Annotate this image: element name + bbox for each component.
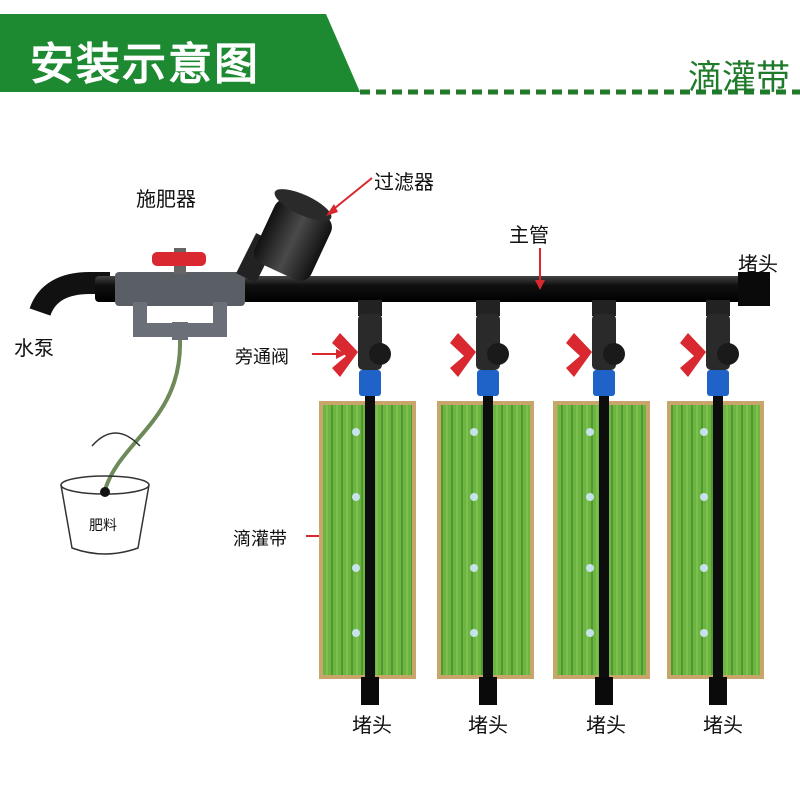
tee-fitting: [476, 300, 500, 316]
drip-emitter: [352, 428, 360, 436]
tee-fitting: [592, 300, 616, 316]
bypass-valve-handle: [450, 333, 476, 377]
drip-tape-line: [713, 396, 723, 678]
main-end-cap: [738, 272, 770, 306]
blue-connector: [707, 370, 729, 396]
title-banner-shape: [0, 14, 360, 92]
bypass-valve-handle: [332, 333, 358, 377]
filter-label: 过滤器: [374, 170, 434, 194]
branch-assembly: [319, 300, 416, 705]
bypass-valve-label: 旁通阀: [235, 347, 289, 368]
tape-end-cap: [361, 677, 379, 705]
tape-end-cap: [595, 677, 613, 705]
blue-connector: [593, 370, 615, 396]
drip-emitter: [352, 493, 360, 501]
drip-tape-line: [483, 396, 493, 678]
tee-fitting: [358, 300, 382, 316]
fertilizer-applicator-label: 施肥器: [136, 187, 196, 211]
pump-inlet-elbow: [29, 272, 110, 317]
tee-fitting: [706, 300, 730, 316]
drip-emitter: [586, 629, 594, 637]
end-cap-label: 堵头: [738, 252, 778, 276]
drip-emitter: [586, 493, 594, 501]
bypass-valve-handle: [566, 333, 592, 377]
blue-connector: [359, 370, 381, 396]
tape-end-cap: [709, 677, 727, 705]
bottom-cap-label: 堵头: [352, 713, 392, 737]
drip-emitter: [352, 564, 360, 572]
header-banner: [0, 0, 800, 95]
main-pipe-label: 主管: [509, 223, 549, 247]
branch-assembly: [667, 300, 764, 705]
drip-emitter: [470, 629, 478, 637]
suction-hose: [103, 339, 183, 491]
drip-emitter: [700, 428, 708, 436]
drip-emitter: [700, 493, 708, 501]
fertilizer-bucket: [60, 432, 150, 555]
branch-assembly: [553, 300, 650, 705]
branch-assembly: [437, 300, 534, 705]
tape-end-cap: [479, 677, 497, 705]
drip-emitter: [586, 564, 594, 572]
drip-emitter: [352, 629, 360, 637]
filter-arrow: [329, 177, 373, 213]
filter-unit: [236, 189, 332, 283]
brand-label: 滴灌带: [688, 58, 790, 98]
drip-emitter: [700, 564, 708, 572]
bottom-cap-label: 堵头: [703, 713, 743, 737]
page-title: 安装示意图: [30, 39, 260, 90]
bottom-cap-label: 堵头: [468, 713, 508, 737]
drip-emitter: [700, 629, 708, 637]
drip-emitter: [586, 428, 594, 436]
drip-emitter: [470, 493, 478, 501]
drip-emitter: [470, 564, 478, 572]
drip-emitter: [470, 428, 478, 436]
blue-connector: [477, 370, 499, 396]
main-pipe: [95, 276, 745, 302]
fertilizer-applicator-body: [115, 272, 245, 306]
drip-tape-label: 滴灌带: [233, 529, 287, 550]
drip-tape-line: [365, 396, 375, 678]
drip-tape-line: [599, 396, 609, 678]
fertilizer-valve-handle: [152, 252, 206, 266]
water-pump-label: 水泵: [14, 336, 54, 360]
bottom-cap-label: 堵头: [586, 713, 626, 737]
bypass-valve-handle: [680, 333, 706, 377]
fertilizer-label: 肥料: [89, 518, 117, 534]
